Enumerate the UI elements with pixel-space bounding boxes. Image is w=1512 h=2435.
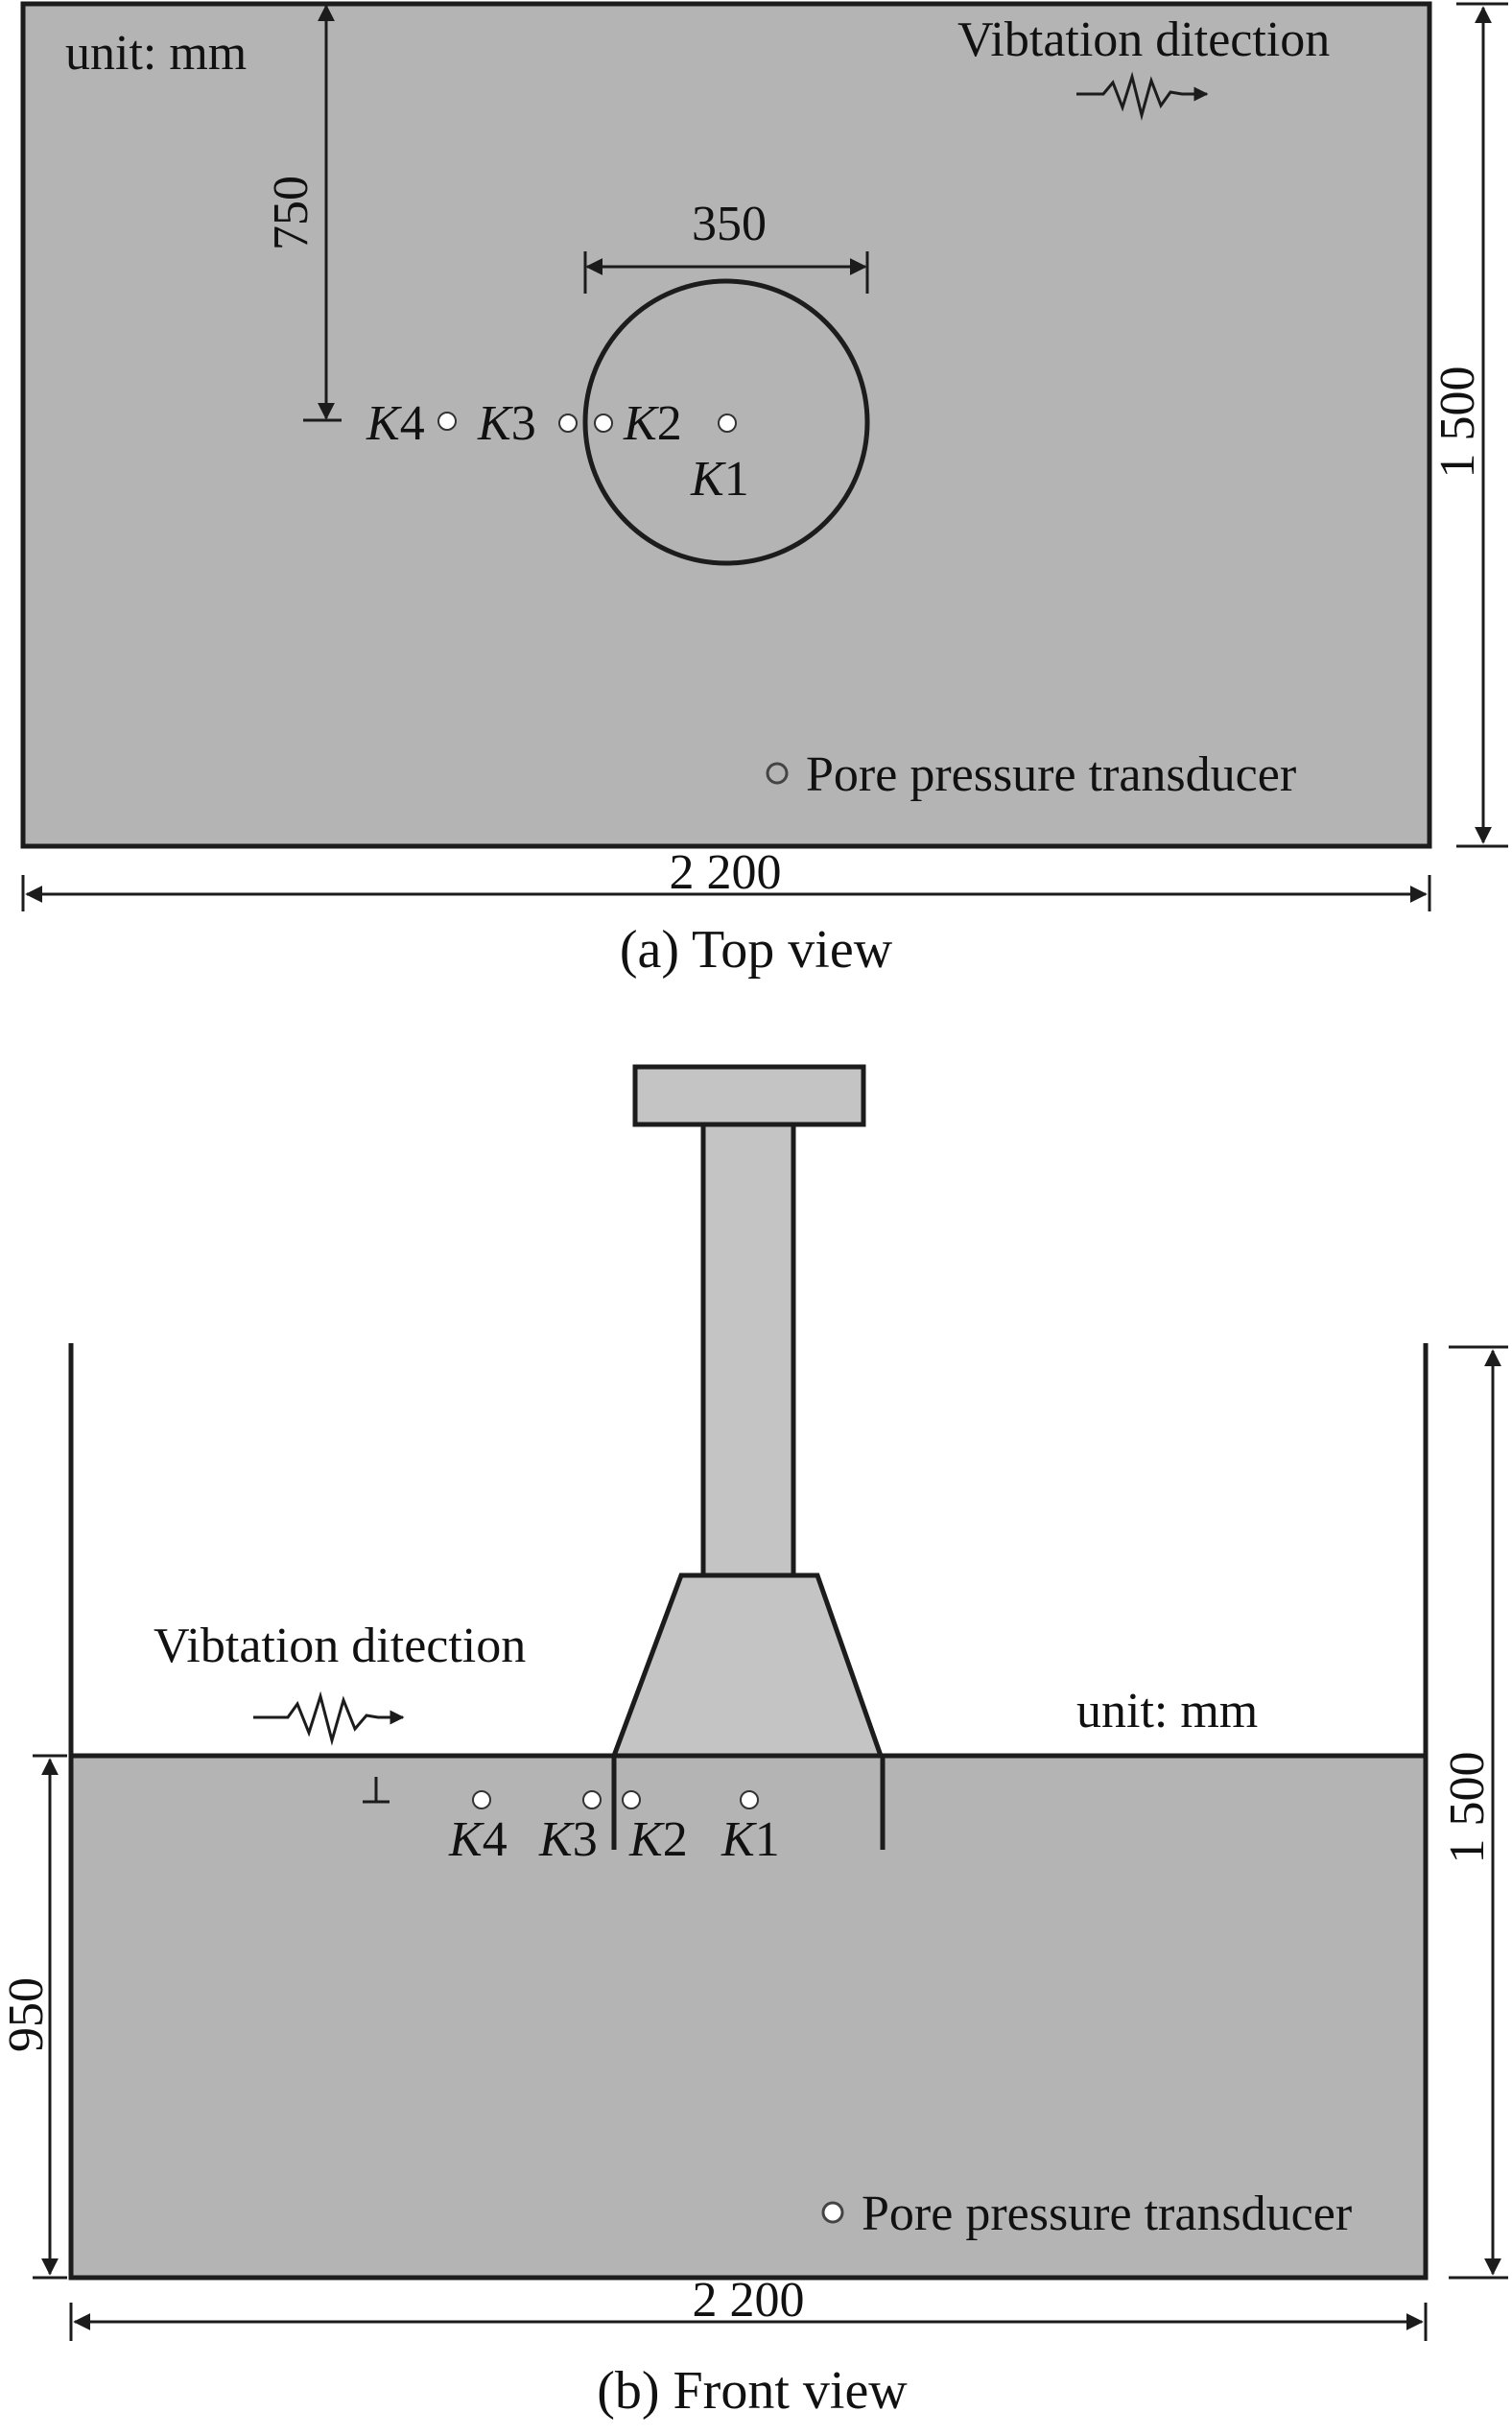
- top-view-label-k4: K4: [366, 396, 425, 451]
- front-view-level-marker: [363, 1777, 390, 1804]
- front-view-dim-2200-text: 2 200: [693, 2273, 805, 2328]
- front-view-vibration-label: Vibtation ditection: [154, 1619, 526, 1673]
- top-view-sensor-k2: [594, 414, 613, 433]
- top-view-label-k1: K1: [690, 452, 749, 507]
- front-view-label-k3: K3: [538, 1812, 598, 1867]
- front-view-dim-1500-text: 1 500: [1440, 1752, 1495, 1864]
- top-view-legend-transducer-icon: [766, 762, 789, 785]
- front-view-dim-950-text: 950: [0, 1977, 54, 2052]
- top-view-label-k3: K3: [477, 396, 536, 451]
- front-view-dimension-950: 950: [0, 1754, 67, 2280]
- top-view-dim-350-text: 350: [692, 197, 767, 251]
- front-view-caption: (b) Front view: [597, 2361, 908, 2421]
- top-view-dim-1500-text: 1 500: [1430, 366, 1485, 479]
- front-view-dimension-1500: 1 500: [1440, 1345, 1508, 2280]
- front-view-pier-cap: [632, 1064, 866, 1127]
- front-view-sensor-k2: [622, 1790, 641, 1809]
- front-view-label-k4: K4: [448, 1812, 508, 1867]
- top-view-legend-label: Pore pressure transducer: [806, 747, 1296, 802]
- top-view-sensor-k1: [718, 414, 737, 433]
- front-view-sensor-k1: [740, 1790, 759, 1809]
- top-view-panel: unit: mm Vibtation ditection 750 350 K4 …: [20, 1, 1508, 980]
- front-view-pier-base: [610, 1572, 885, 1759]
- front-view-sensor-k4: [472, 1790, 491, 1809]
- top-view-dimension-1500: 1 500: [1430, 2, 1508, 848]
- front-view-panel: Vibtation ditection unit: mm K4 K3 K2 K1…: [0, 1064, 1508, 2421]
- top-view-unit-label: unit: mm: [65, 26, 247, 81]
- top-view-dimension-750: 750: [264, 4, 342, 422]
- top-view-label-k2: K2: [623, 396, 682, 451]
- top-view-sensor-k3: [558, 414, 578, 433]
- top-view-vibration-arrow-icon: [1076, 71, 1209, 121]
- top-view-dimension-2200: 2 200: [21, 845, 1431, 911]
- front-view-soil-layer: [68, 1753, 1429, 2281]
- front-view-pier-column: [700, 1122, 796, 1578]
- front-view-label-k2: K2: [628, 1812, 688, 1867]
- front-view-legend-transducer-icon: [821, 2201, 844, 2224]
- top-view-vibration-label: Vibtation ditection: [957, 12, 1330, 67]
- top-view-dim-2200-text: 2 200: [670, 845, 782, 900]
- top-view-dim-750-text: 750: [264, 176, 319, 250]
- front-view-unit-label: unit: mm: [1076, 1684, 1258, 1738]
- top-view-caption: (a) Top view: [620, 920, 893, 980]
- front-view-dimension-2200: 2 200: [69, 2273, 1428, 2341]
- front-view-legend-label: Pore pressure transducer: [862, 2187, 1352, 2241]
- top-view-pile-circle: [582, 278, 870, 566]
- front-view-label-k1: K1: [721, 1812, 780, 1867]
- front-view-vibration-arrow-icon: [253, 1690, 405, 1746]
- top-view-dimension-350: 350: [583, 197, 869, 294]
- front-view-sensor-k3: [582, 1790, 602, 1809]
- top-view-sensor-k4: [437, 412, 457, 431]
